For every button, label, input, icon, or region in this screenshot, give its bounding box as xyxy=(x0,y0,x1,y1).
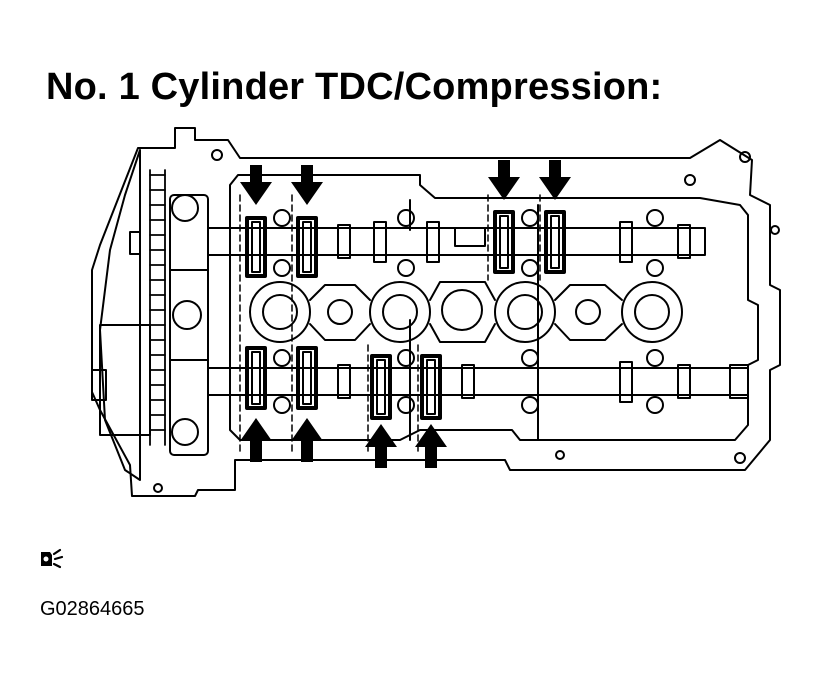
arrow-up-icon xyxy=(240,418,447,468)
spark-plug-bores xyxy=(249,281,683,343)
arrow-down-icon xyxy=(240,160,571,205)
timing-cover xyxy=(99,149,141,481)
vvt-actuator xyxy=(99,324,151,436)
service-hint-icon xyxy=(41,548,64,569)
upper-camshaft xyxy=(207,221,706,263)
marked-cam-lobes-upper xyxy=(245,210,566,278)
timing-chain xyxy=(149,169,166,446)
figure-title: No. 1 Cylinder TDC/Compression: xyxy=(46,66,663,108)
marked-cam-lobes-lower xyxy=(245,346,442,420)
figure-id: G02864665 xyxy=(40,598,145,620)
bearing-cap-bolts xyxy=(273,209,664,414)
cam-sprockets xyxy=(169,194,209,456)
lower-camshaft xyxy=(207,361,749,403)
